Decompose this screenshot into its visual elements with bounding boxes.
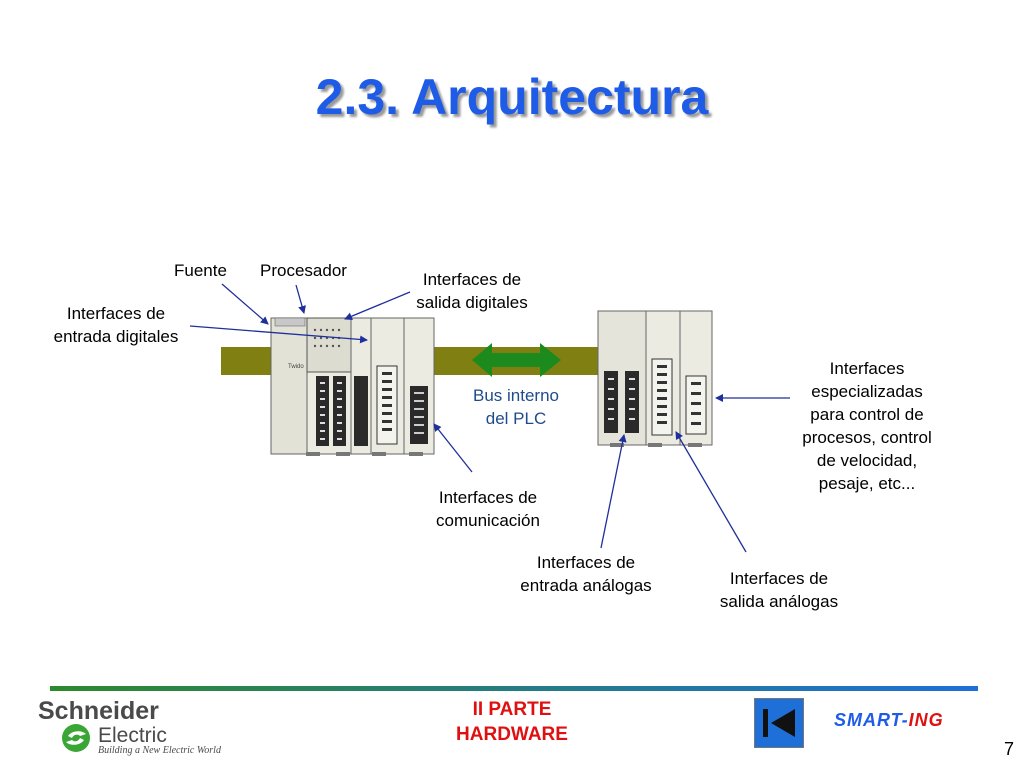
leader-entrada-digitales [189, 325, 368, 344]
plc-rack-right [597, 310, 713, 447]
label-fuente: Fuente [174, 259, 227, 282]
leader-comunicacion [433, 423, 473, 473]
label-entrada-digitales-line2: entrada digitales [53, 327, 179, 346]
leader-salida-analogas [675, 431, 747, 553]
leader-lines [189, 283, 790, 553]
label-especializadas-line2: especializadas [811, 382, 923, 401]
power-supply-module [270, 317, 308, 455]
footer-divider [50, 686, 978, 691]
skip-back-icon [763, 709, 795, 737]
label-especializadas-line4: procesos, control [802, 428, 932, 447]
label-especializadas: Interfaces especializadas para control d… [786, 357, 948, 495]
brand-name: Schneider [38, 697, 159, 725]
label-entrada-digitales-line1: Interfaces de [66, 304, 166, 323]
label-entrada-analogas: Interfaces de entrada análogas [504, 551, 668, 597]
leader-procesador [295, 284, 306, 314]
label-fuente-text: Fuente [174, 261, 227, 280]
leader-entrada-analogas [600, 434, 627, 549]
label-comunicacion: Interfaces de comunicación [418, 486, 558, 532]
label-procesador-text: Procesador [260, 261, 347, 280]
label-comunicacion-line2: comunicación [436, 511, 540, 530]
leader-fuente [221, 283, 269, 325]
leader-salida-digitales [344, 291, 411, 321]
slide-title: 2.3. Arquitectura [315, 69, 709, 125]
label-entrada-analogas-line2: entrada análogas [520, 576, 652, 595]
label-salida-digitales-line2: salida digitales [416, 293, 528, 312]
smart-ing-logo: SMART-ING [834, 710, 944, 731]
label-salida-digitales-line1: Interfaces de [422, 270, 522, 289]
label-salida-analogas-line1: Interfaces de [729, 569, 829, 588]
brand-sub: Electric [98, 724, 167, 747]
label-entrada-digitales: Interfaces de entrada digitales [40, 302, 192, 348]
label-salida-digitales: Interfaces de salida digitales [402, 268, 542, 314]
label-salida-analogas: Interfaces de salida análogas [704, 567, 854, 613]
footer-part-line2: HARDWARE [456, 724, 568, 745]
double-arrow-icon [472, 343, 561, 377]
page-number: 7 [1003, 739, 1014, 759]
footer-part-line1: II PARTE [472, 699, 552, 720]
footer-section-label: II PARTE HARDWARE [412, 697, 612, 747]
label-entrada-analogas-line1: Interfaces de [536, 553, 636, 572]
label-bus-line1: Bus interno [473, 386, 559, 405]
smart-ing-main: SMART- [834, 710, 909, 730]
schneider-logo: Schneider Electric Building a New Electr… [38, 697, 221, 756]
brand-tagline: Building a New Electric World [98, 745, 221, 756]
label-salida-analogas-line2: salida análogas [719, 592, 839, 611]
svg-text:Twido: Twido [288, 364, 304, 370]
nav-first-slide-button[interactable] [754, 698, 804, 748]
label-comunicacion-line1: Interfaces de [438, 488, 538, 507]
plc-rack-left: Twido [270, 317, 435, 456]
schneider-mark-icon [62, 724, 90, 752]
label-especializadas-line5: de velocidad, [816, 451, 918, 470]
label-bus-interno: Bus interno del PLC [466, 384, 566, 430]
label-especializadas-line6: pesaje, etc... [818, 474, 916, 493]
label-especializadas-line3: para control de [810, 405, 924, 424]
label-especializadas-line1: Interfaces [829, 359, 905, 378]
smart-ing-accent: ING [908, 710, 944, 730]
label-bus-line2: del PLC [485, 409, 547, 428]
processor-module [306, 317, 352, 373]
label-procesador: Procesador [260, 259, 347, 282]
